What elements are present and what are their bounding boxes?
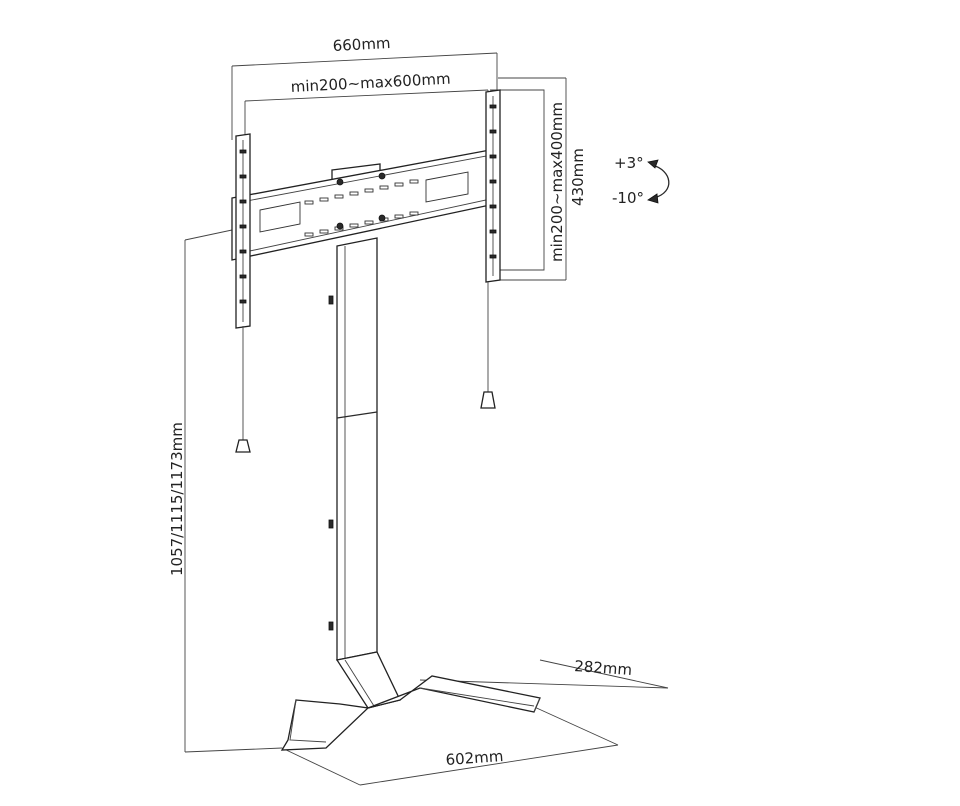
- label-vesa-height: min200~max400mm: [548, 102, 566, 262]
- bracket-holes: [304, 172, 419, 237]
- dimension-lines: [184, 52, 669, 786]
- label-stand-height: 1057/1115/1173mm: [168, 422, 186, 576]
- stand-base: [280, 651, 541, 751]
- label-tilt-down: -10°: [612, 189, 644, 207]
- stand-pillar: [328, 237, 378, 661]
- label-overall-width: 660mm: [332, 34, 391, 55]
- label-vesa-width: min200~max600mm: [290, 70, 451, 96]
- label-tilt-up: +3°: [614, 154, 644, 172]
- label-base-depth: 282mm: [574, 657, 633, 679]
- tilt-arrow-icon: [647, 159, 670, 204]
- safety-cords: [235, 282, 496, 453]
- label-base-width: 602mm: [445, 747, 504, 769]
- tv-bracket: [231, 89, 501, 329]
- label-bracket-height: 430mm: [569, 148, 587, 206]
